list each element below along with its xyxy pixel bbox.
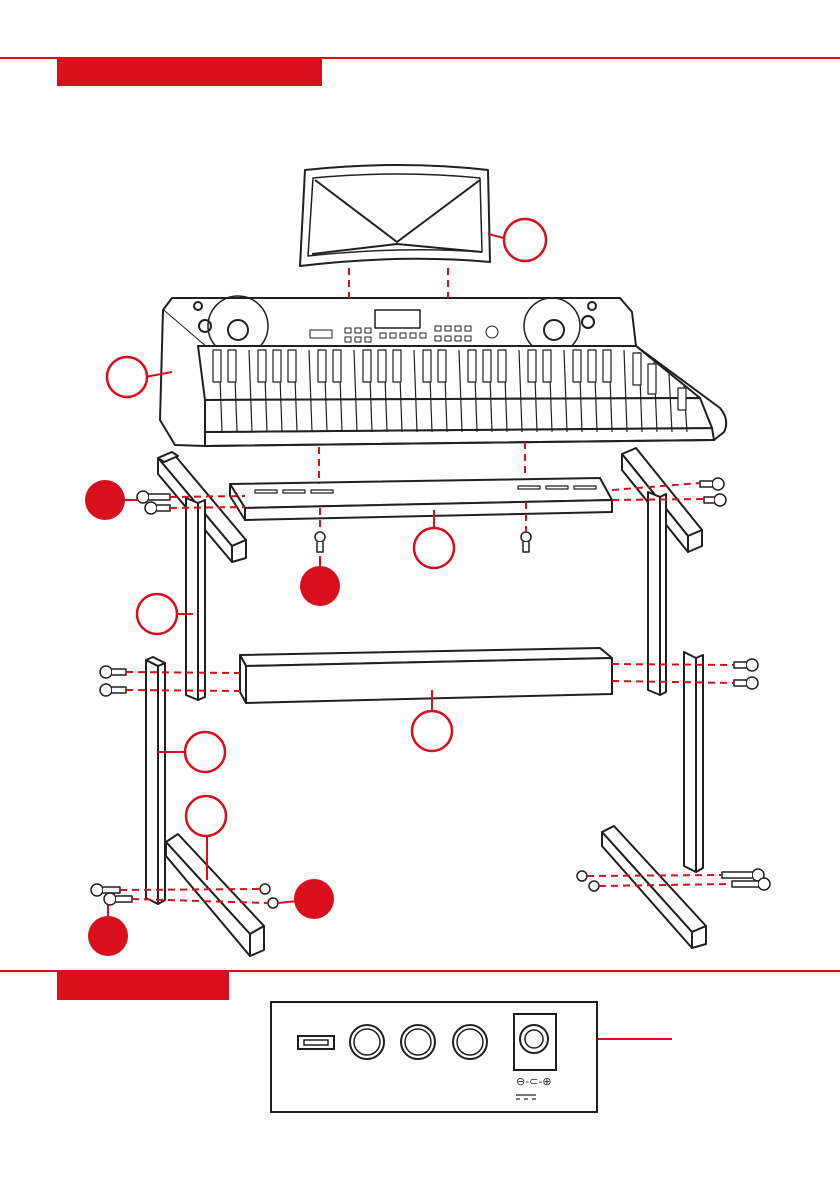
callout-foot-bar bbox=[186, 796, 226, 836]
callout-foot-nuts bbox=[294, 879, 334, 919]
callout-keyboard bbox=[107, 357, 147, 397]
rear-panel: ⊖-⊂-⊕ bbox=[271, 1002, 597, 1112]
callout-lower-bar bbox=[412, 711, 452, 751]
callout-lower-leg bbox=[185, 732, 225, 772]
callout-upper-frame bbox=[137, 594, 177, 634]
callout-top-bar bbox=[414, 528, 454, 568]
music-stand bbox=[300, 165, 490, 266]
right-lower-leg bbox=[684, 652, 703, 872]
left-lower-leg bbox=[146, 657, 165, 904]
polarity-label: ⊖-⊂-⊕ bbox=[516, 1075, 552, 1088]
callout-top-bar-bolts bbox=[300, 566, 340, 606]
callout-knob-screws bbox=[85, 480, 125, 520]
keyboard-illustration bbox=[160, 296, 726, 446]
lower-bar-illustration bbox=[240, 648, 612, 703]
top-bar-illustration bbox=[230, 478, 612, 520]
left-foot bbox=[166, 834, 264, 956]
callout-music-stand bbox=[504, 219, 546, 261]
callout-foot-bolts bbox=[88, 916, 128, 956]
